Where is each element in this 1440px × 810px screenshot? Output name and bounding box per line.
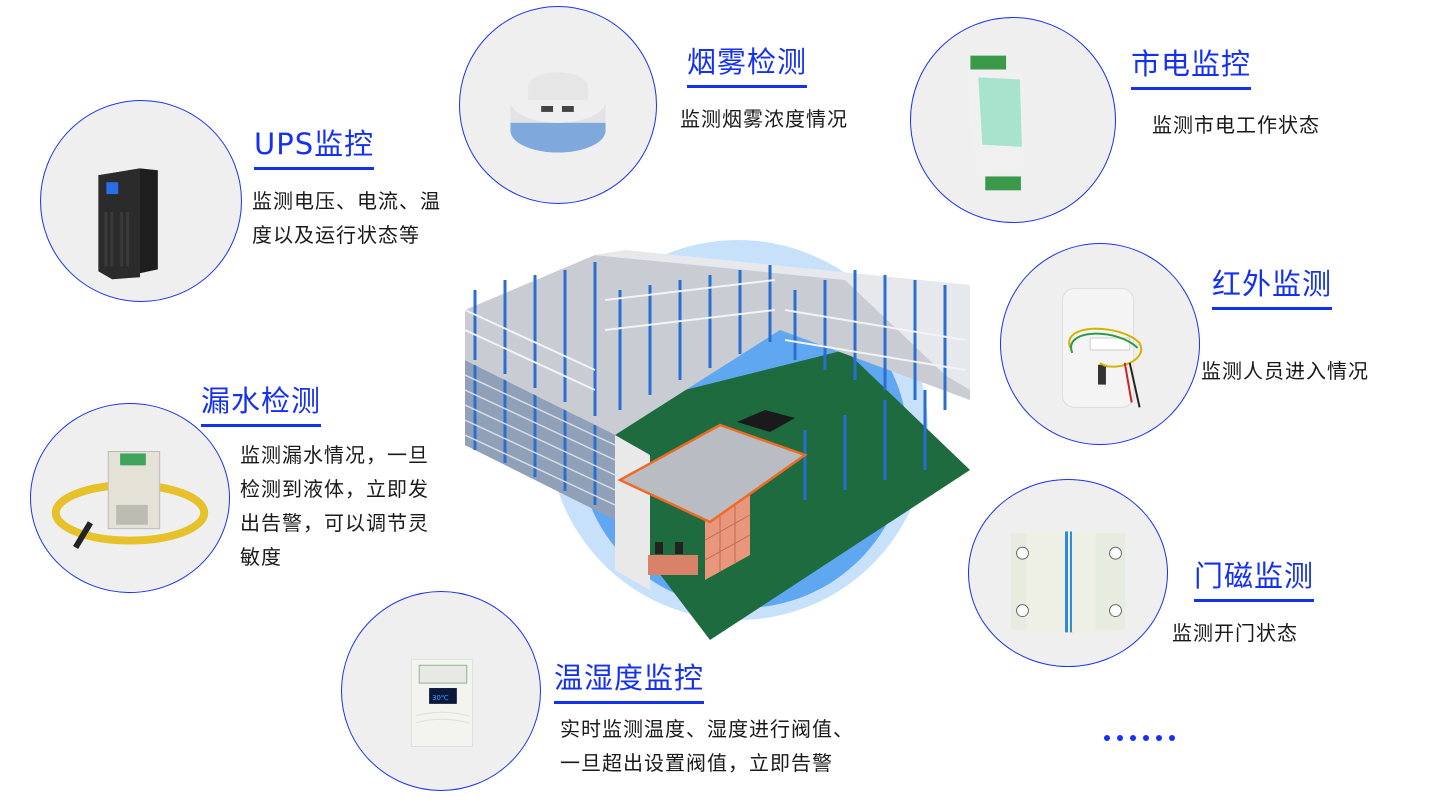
feature-ups-image <box>40 100 242 302</box>
infrared-sensor-icon <box>1061 288 1143 408</box>
temperature-humidity-sensor-icon: 30℃ <box>410 658 474 747</box>
smoke-detector-icon <box>510 72 606 153</box>
mains-monitor-module-icon <box>968 55 1026 191</box>
title-underline <box>201 424 322 427</box>
feature-leak-title: 漏水检测 <box>201 383 322 427</box>
dot-icon <box>1117 735 1123 741</box>
title-underline <box>1212 307 1333 310</box>
feature-smoke-image <box>459 6 657 204</box>
feature-infrared-image <box>1000 243 1200 445</box>
dot-icon <box>1130 735 1136 741</box>
feature-leak-image <box>30 403 230 593</box>
door-magnetic-sensor-icon <box>1010 531 1126 633</box>
feature-ups-title: UPS监控 <box>254 126 375 170</box>
feature-smoke-title: 烟雾检测 <box>687 44 808 88</box>
dot-icon <box>1169 735 1175 741</box>
dot-icon <box>1104 735 1110 741</box>
warehouse-illustration <box>464 250 975 640</box>
title-underline <box>554 701 705 704</box>
title-underline <box>1131 87 1252 90</box>
title-underline <box>254 167 375 170</box>
feature-infrared-description: 监测人员进入情况 <box>1201 359 1369 383</box>
water-leak-sensor-icon <box>51 451 209 550</box>
feature-infrared-title: 红外监测 <box>1212 266 1333 310</box>
more-indicator <box>1104 735 1175 741</box>
title-underline <box>687 85 808 88</box>
ups-device-icon <box>98 168 158 280</box>
feature-temp-humidity-title: 温湿度监控 <box>554 660 705 704</box>
svg-text:30℃: 30℃ <box>432 694 449 702</box>
feature-ups-description: 监测电压、电流、温 度以及运行状态等 <box>252 189 441 247</box>
feature-door-image <box>968 479 1168 667</box>
feature-temp-humidity-description: 实时监测温度、湿度进行阀值、 一旦超出设置阀值，立即告警 <box>560 717 854 775</box>
title-underline <box>1194 599 1315 602</box>
dot-icon <box>1156 735 1162 741</box>
feature-door-title: 门磁监测 <box>1194 558 1315 602</box>
dot-icon <box>1143 735 1149 741</box>
feature-mains-description: 监测市电工作状态 <box>1152 113 1320 137</box>
feature-mains-image <box>910 17 1116 223</box>
feature-temp-humidity-image: 30℃ <box>341 591 541 791</box>
feature-leak-description: 监测漏水情况，一旦 检测到液体，立即发 出告警，可以调节灵 敏度 <box>240 443 429 569</box>
feature-door-description: 监测开门状态 <box>1172 621 1298 645</box>
feature-smoke-description: 监测烟雾浓度情况 <box>680 107 848 131</box>
feature-mains-title: 市电监控 <box>1131 46 1252 90</box>
